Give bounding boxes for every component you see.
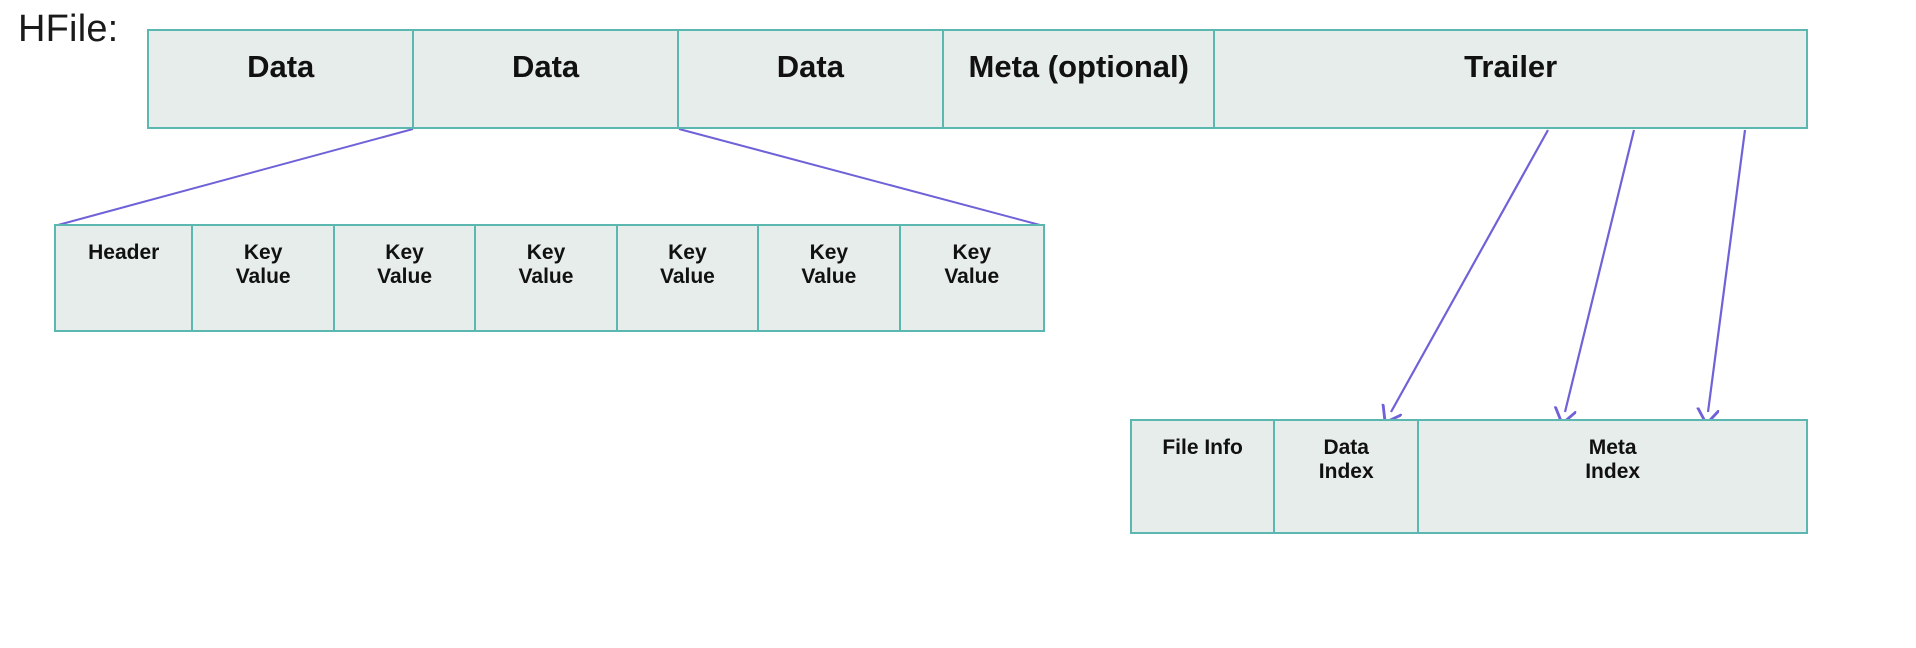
trailer-detail-cell-2: Meta Index xyxy=(1419,421,1806,532)
trailer-detail-label-0: File Info xyxy=(1162,436,1243,459)
hfile-label-4: Trailer xyxy=(1464,49,1558,84)
trailer-connectors xyxy=(1391,129,1747,412)
trailer-detail-label-2: Meta Index xyxy=(1585,436,1641,483)
hfile-label-1: Data xyxy=(511,49,580,84)
hfile-cell-4: Trailer xyxy=(1215,31,1806,127)
data-block-cell-5: Key Value xyxy=(759,226,901,330)
trailer-detail-cell-0: File Info xyxy=(1132,421,1276,532)
diagram-caption: HFile: xyxy=(18,8,119,50)
data-block-label-0: Header xyxy=(88,241,160,264)
connector-trailer-data-index xyxy=(1565,129,1636,412)
data-block-cell-1: Key Value xyxy=(193,226,335,330)
connector-data-block-right xyxy=(678,128,1041,226)
hfile-cell-1: Data xyxy=(414,31,679,127)
data-block-label-4: Key Value xyxy=(659,241,715,288)
data-block-cell-6: Key Value xyxy=(900,226,1043,330)
trailer-detail-row: File Info Data Index Meta Index xyxy=(1130,419,1808,534)
hfile-label-2: Data xyxy=(776,49,844,84)
hfile-layout-row: Data Data Data Meta (optional) Trailer xyxy=(147,29,1808,129)
data-block-cell-0: Header xyxy=(56,226,194,330)
data-block-label-5: Key Value xyxy=(801,241,857,288)
connector-trailer-meta-index xyxy=(1708,129,1747,412)
data-block-cell-2: Key Value xyxy=(334,226,477,330)
data-block-detail-row: Header Key Value Key Value Key Value Key Val… xyxy=(54,224,1045,332)
hfile-label-3: Meta (optional) xyxy=(968,49,1189,84)
hfile-cell-0: Data xyxy=(149,31,415,127)
trailer-detail-label-1: Data Index xyxy=(1318,436,1374,483)
data-block-connectors xyxy=(57,128,1041,226)
hfile-label-0: Data xyxy=(247,49,315,84)
data-block-label-2: Key Value xyxy=(377,241,432,288)
trailer-detail-cell-1: Data Index xyxy=(1275,421,1420,532)
data-block-label-6: Key Value xyxy=(944,241,1000,288)
data-block-cell-4: Key Value xyxy=(617,226,760,330)
connector-data-block-left xyxy=(57,128,414,226)
data-block-cell-3: Key Value xyxy=(476,226,618,330)
connector-trailer-file-info xyxy=(1391,129,1549,412)
data-block-label-3: Key Value xyxy=(518,241,574,288)
hfile-cell-2: Data xyxy=(678,31,945,127)
hfile-cell-3: Meta (optional) xyxy=(944,31,1216,127)
data-block-label-1: Key Value xyxy=(235,241,291,288)
